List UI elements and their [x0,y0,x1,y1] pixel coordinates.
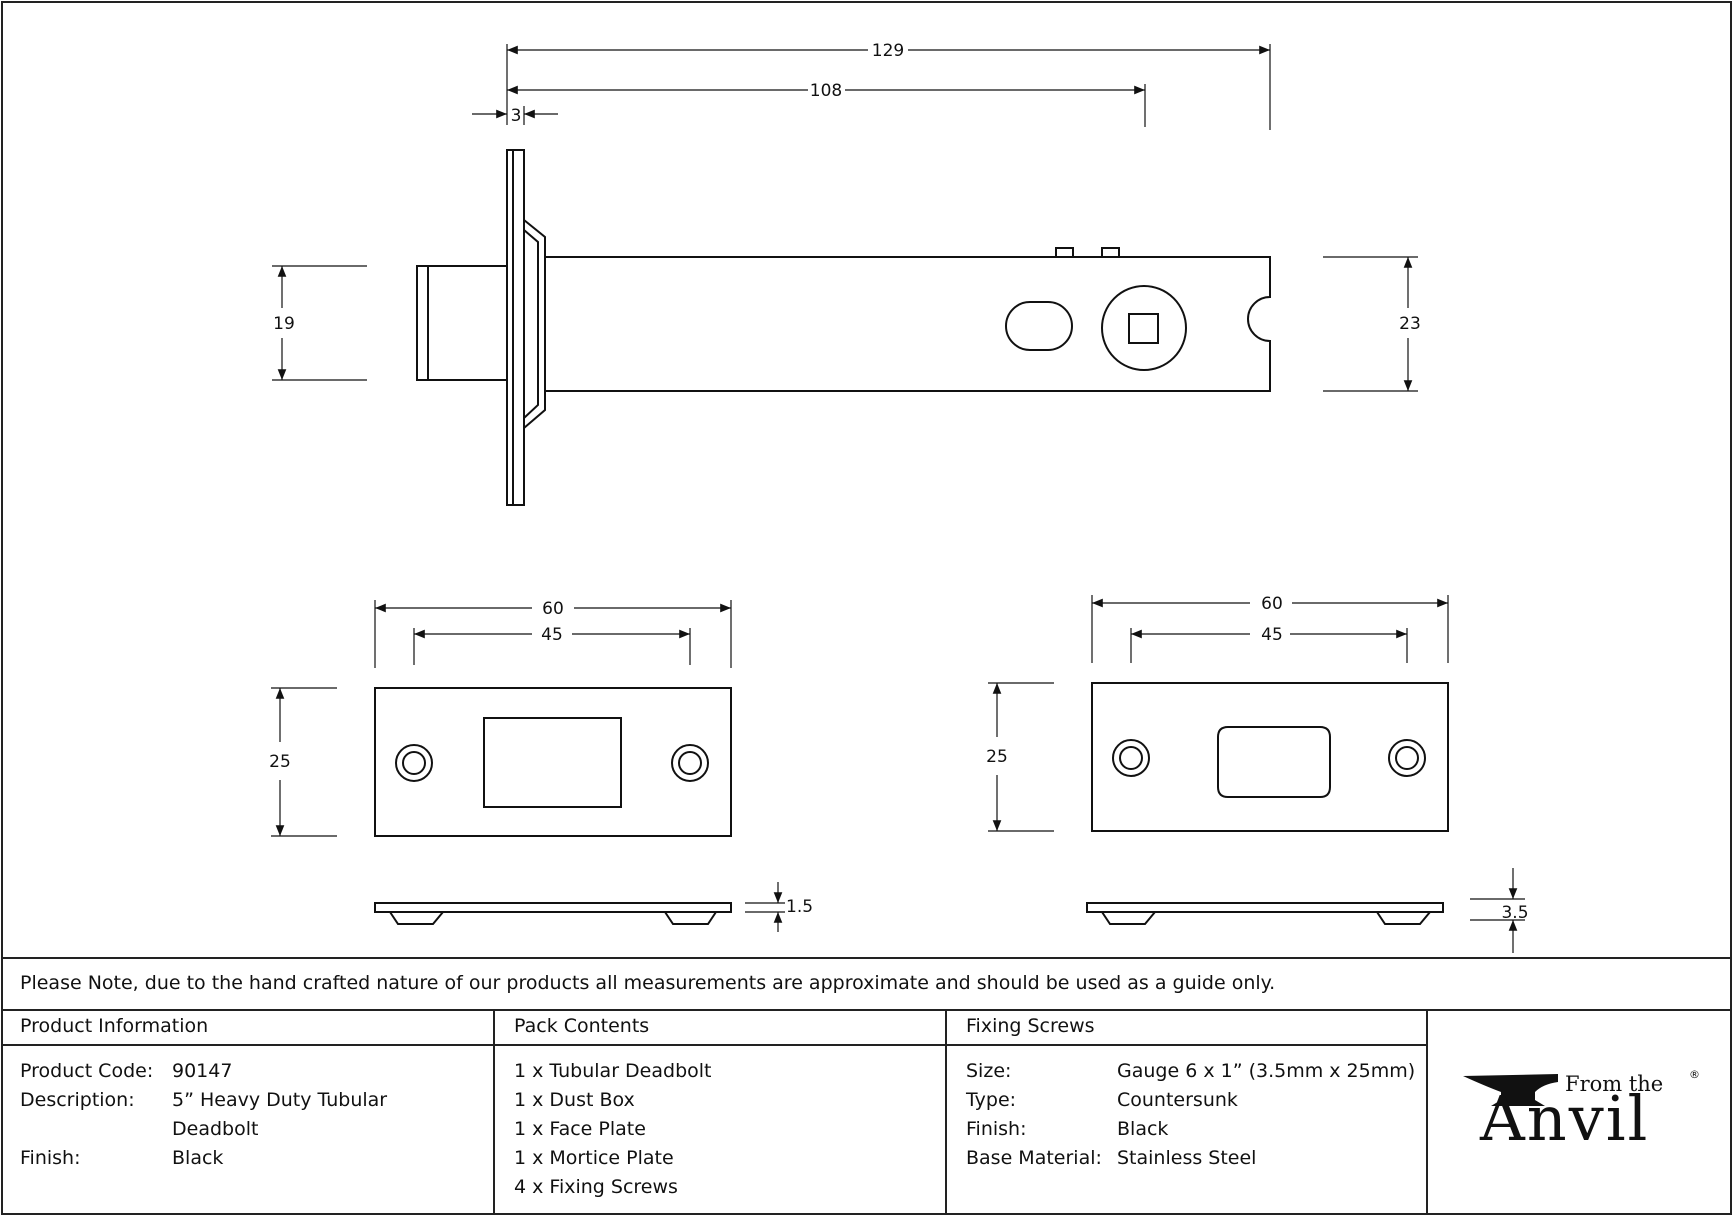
product-info-heading: Product Information [20,1015,209,1037]
screw-finish-label: Finish: [966,1118,1027,1140]
fixing-screws-heading: Fixing Screws [966,1015,1095,1037]
logo-from-text: From the [1565,1072,1664,1096]
description-value-continued: Deadbolt [172,1118,259,1140]
pack-item: 4 x Fixing Screws [514,1176,678,1198]
mortice-plate-drawing [1086,682,1449,925]
registered-mark: ® [1689,1068,1700,1081]
product-code-label: Product Code: [20,1060,154,1082]
face-plate-drawing [374,687,732,925]
deadbolt-side-view [416,149,1271,506]
dim-mortice-plate-thickness: 3.5 [1501,903,1528,923]
dim-mortice-plate-height: 25 [986,747,1008,767]
screw-type-label: Type: [966,1089,1017,1111]
pack-item: 1 x Face Plate [514,1118,646,1140]
dim-overall-length: 129 [872,41,904,61]
dim-face-plate-height: 25 [269,752,291,772]
dim-mortice-plate-hole-spacing: 45 [1261,625,1283,645]
finish-value: Black [172,1147,224,1169]
anvil-icon [1463,1074,1558,1106]
finish-label: Finish: [20,1147,81,1169]
dim-bolt-height: 19 [273,314,295,334]
mortice-plate-dimensions [988,595,1525,953]
dim-mortice-plate-width: 60 [1261,594,1283,614]
dim-face-plate-width: 60 [542,599,564,619]
dim-backset-length: 108 [810,81,842,101]
dim-face-plate-hole-spacing: 45 [541,625,563,645]
measurement-note: Please Note, due to the hand crafted nat… [20,972,1276,994]
base-material-label: Base Material: [966,1147,1102,1169]
description-label: Description: [20,1089,135,1111]
product-code-value: 90147 [172,1060,233,1082]
screw-finish-value: Black [1117,1118,1169,1140]
dim-case-height: 23 [1399,314,1421,334]
pack-item: 1 x Tubular Deadbolt [514,1060,712,1082]
dimension-lines-top [272,44,1418,392]
face-plate-dimensions [271,600,785,932]
pack-item: 1 x Dust Box [514,1089,635,1111]
anvil-logo: From the Anvil ® [1455,1060,1700,1155]
logo-main-text: Anvil [1480,1082,1650,1155]
pack-item: 1 x Mortice Plate [514,1147,674,1169]
info-table-grid [2,957,1731,1214]
dim-faceplate-thickness: 3 [511,106,522,126]
base-material-value: Stainless Steel [1117,1147,1257,1169]
screw-type-value: Countersunk [1117,1089,1238,1111]
pack-contents-heading: Pack Contents [514,1015,650,1037]
description-value: 5” Heavy Duty Tubular [172,1089,388,1111]
screw-size-label: Size: [966,1060,1012,1082]
dim-face-plate-thickness: 1.5 [786,897,813,917]
screw-size-value: Gauge 6 x 1” (3.5mm x 25mm) [1117,1060,1416,1082]
